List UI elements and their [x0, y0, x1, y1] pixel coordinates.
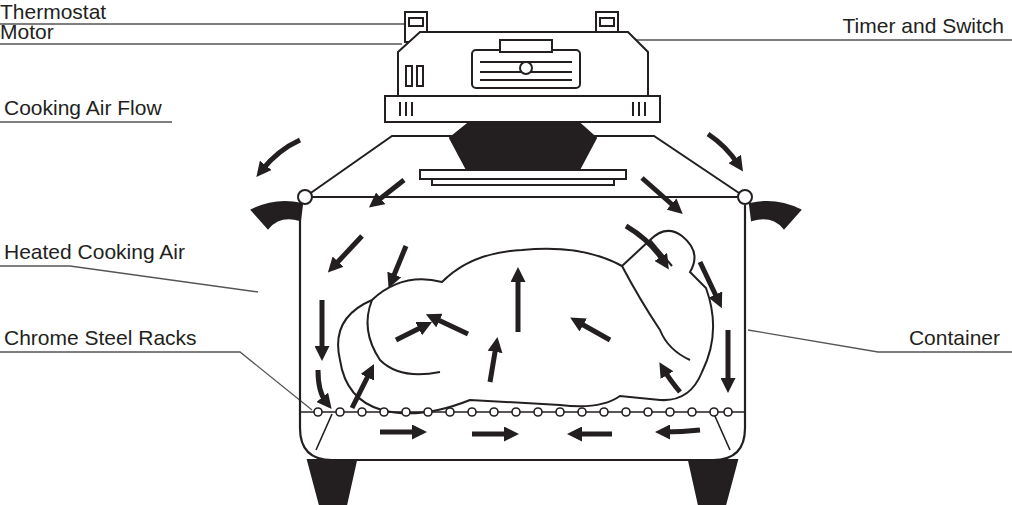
chicken-bone — [650, 240, 672, 266]
rack-rod — [402, 408, 410, 416]
lid-hinge — [738, 190, 752, 204]
air-arrow — [490, 346, 496, 382]
air-arrow — [708, 134, 738, 164]
right-handle — [750, 202, 800, 228]
part-label: Timer and Switch — [843, 14, 1004, 38]
container-leg — [308, 460, 356, 505]
chicken-leg — [622, 266, 690, 360]
fan-blade — [450, 122, 596, 168]
leader-line — [0, 352, 312, 410]
rack-rod — [468, 408, 476, 416]
motor-shaft — [520, 62, 532, 74]
rack-rod — [490, 408, 498, 416]
rack-rod — [600, 408, 608, 416]
rack-rod — [622, 408, 630, 416]
air-arrow — [664, 370, 680, 392]
air-arrow — [376, 180, 404, 202]
rack-legs — [316, 414, 730, 450]
rack-rod — [358, 408, 366, 416]
left-handle — [252, 202, 302, 228]
air-arrow — [320, 300, 325, 352]
heater-ring — [420, 170, 626, 179]
fan-housing — [385, 96, 660, 122]
air-arrow — [262, 140, 300, 170]
part-label: Container — [909, 326, 1000, 350]
chicken-body — [338, 231, 713, 413]
motor-top — [500, 40, 552, 52]
air-arrow — [396, 326, 424, 340]
container-wall — [300, 205, 745, 460]
motor-windings — [480, 62, 572, 80]
chicken-wing — [368, 300, 441, 374]
top-unit — [298, 12, 752, 204]
rack-rod — [446, 408, 454, 416]
rack-rod — [534, 408, 542, 416]
air-arrow — [516, 276, 521, 332]
housing-vent — [406, 66, 412, 86]
rack-rod — [556, 408, 564, 416]
air-arrow — [434, 318, 468, 334]
chicken — [338, 231, 713, 413]
part-label: Cooking Air Flow — [4, 96, 162, 120]
air-arrow — [578, 322, 610, 340]
air-arrow — [352, 372, 370, 408]
thermostat-knob-detail — [409, 18, 423, 26]
lid-hinge — [298, 190, 312, 204]
leader-line — [0, 23, 410, 24]
air-flow-arrows — [262, 134, 738, 434]
rack-rod — [380, 408, 388, 416]
air-arrow — [334, 236, 362, 266]
motor-body — [472, 50, 580, 88]
motor-housing — [398, 32, 648, 96]
air-arrow — [472, 432, 510, 437]
container-leg — [689, 460, 737, 505]
air-arrow — [642, 178, 676, 208]
rack — [300, 408, 745, 450]
rack-rod — [724, 408, 732, 416]
leader-line — [0, 43, 402, 44]
part-label: Motor — [0, 20, 54, 44]
container-body — [252, 202, 800, 505]
air-arrow — [664, 430, 700, 432]
rack-rod — [578, 408, 586, 416]
rack-rod — [512, 408, 520, 416]
lid-cone — [305, 136, 745, 197]
leader-line — [0, 266, 258, 292]
housing-vent — [417, 66, 423, 86]
lid-rim — [305, 196, 745, 198]
air-arrow — [700, 262, 718, 300]
part-label: Chrome Steel Racks — [4, 326, 197, 350]
leader-line — [0, 121, 172, 122]
rack-rod — [336, 408, 344, 416]
leader-line — [612, 39, 1012, 40]
part-label: Heated Cooking Air — [4, 240, 185, 264]
air-arrow — [626, 226, 664, 262]
air-arrow — [380, 430, 418, 435]
fan-vents — [400, 102, 645, 116]
rack-rod — [710, 408, 718, 416]
air-arrow — [392, 246, 406, 280]
rack-rod — [314, 408, 322, 416]
air-arrow — [576, 432, 612, 437]
heater-base — [432, 179, 614, 185]
rack-rod — [644, 408, 652, 416]
rack-rod — [666, 408, 674, 416]
air-arrow — [726, 330, 731, 384]
timer-knob-detail — [600, 18, 614, 26]
rack-rod — [424, 408, 432, 416]
air-arrow — [318, 370, 326, 402]
rack-rod — [688, 408, 696, 416]
